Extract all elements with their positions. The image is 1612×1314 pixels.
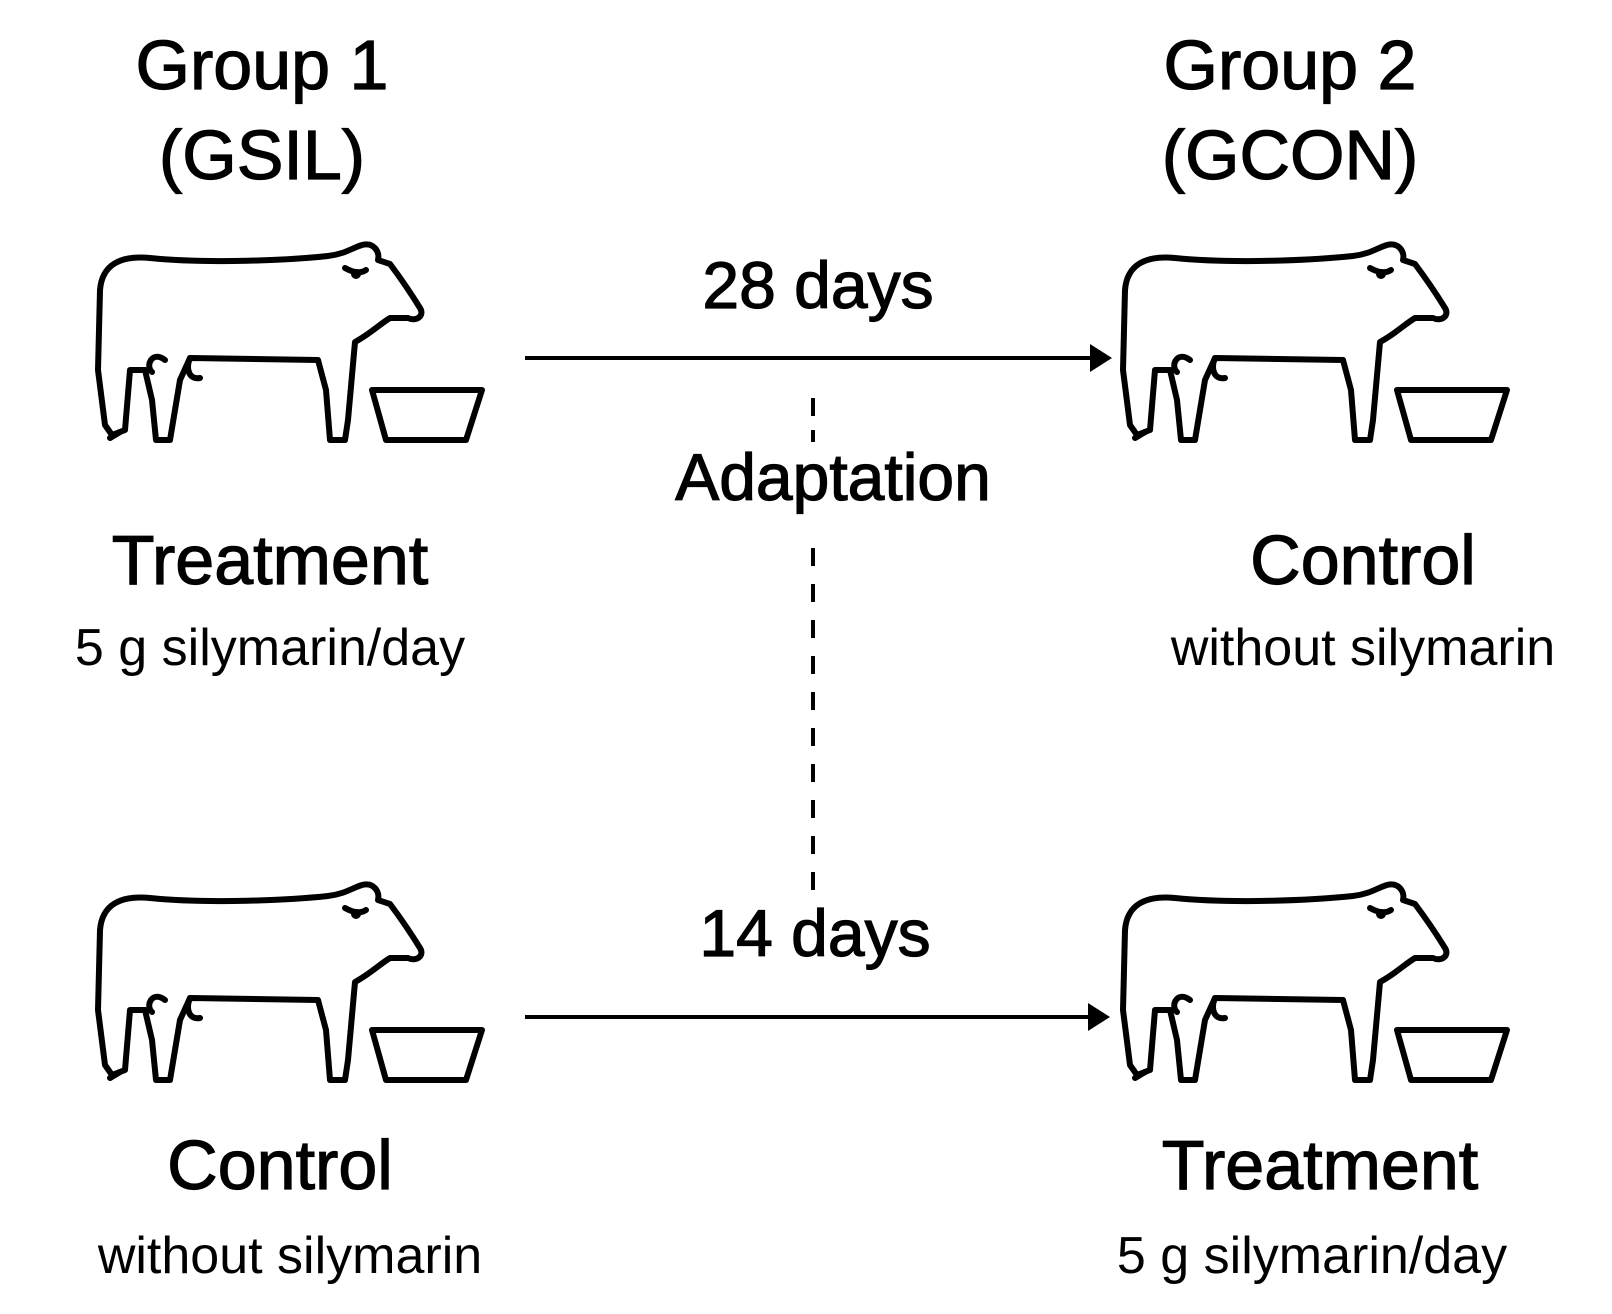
group-1-title: Group 1: [135, 26, 389, 104]
period-2-group-1-dose: without silymarin: [97, 1227, 483, 1285]
period-2-arrow: [525, 1003, 1110, 1031]
group-2-code: (GCON): [1161, 116, 1419, 194]
period-2-group-1-condition: Control: [167, 1126, 394, 1204]
feed-bowl-icon: [1394, 1027, 1510, 1083]
period-1-arrow: [525, 344, 1112, 372]
period-1-group-2-condition: Control: [1250, 521, 1477, 599]
period-1-group-2-dose: without silymarin: [1170, 619, 1556, 677]
cow-icon: [95, 241, 485, 443]
cow-icon: [1120, 881, 1510, 1083]
cow-icon: [1120, 241, 1510, 443]
feed-bowl-icon: [369, 1027, 485, 1083]
period-2-duration: 14 days: [699, 896, 931, 970]
period-2-group-2-dose: 5 g silymarin/day: [1116, 1227, 1508, 1285]
group-1-code: (GSIL): [158, 116, 366, 194]
adaptation-label: Adaptation: [675, 440, 992, 514]
group-2-title: Group 2: [1163, 26, 1417, 104]
feed-bowl-icon: [1394, 387, 1510, 443]
period-1-group-1-condition: Treatment: [111, 521, 429, 599]
period-1-group-1-dose: 5 g silymarin/day: [74, 619, 466, 677]
cow-icon: [95, 881, 485, 1083]
period-2-group-2-condition: Treatment: [1161, 1126, 1479, 1204]
feed-bowl-icon: [369, 387, 485, 443]
period-1-duration: 28 days: [702, 248, 934, 322]
